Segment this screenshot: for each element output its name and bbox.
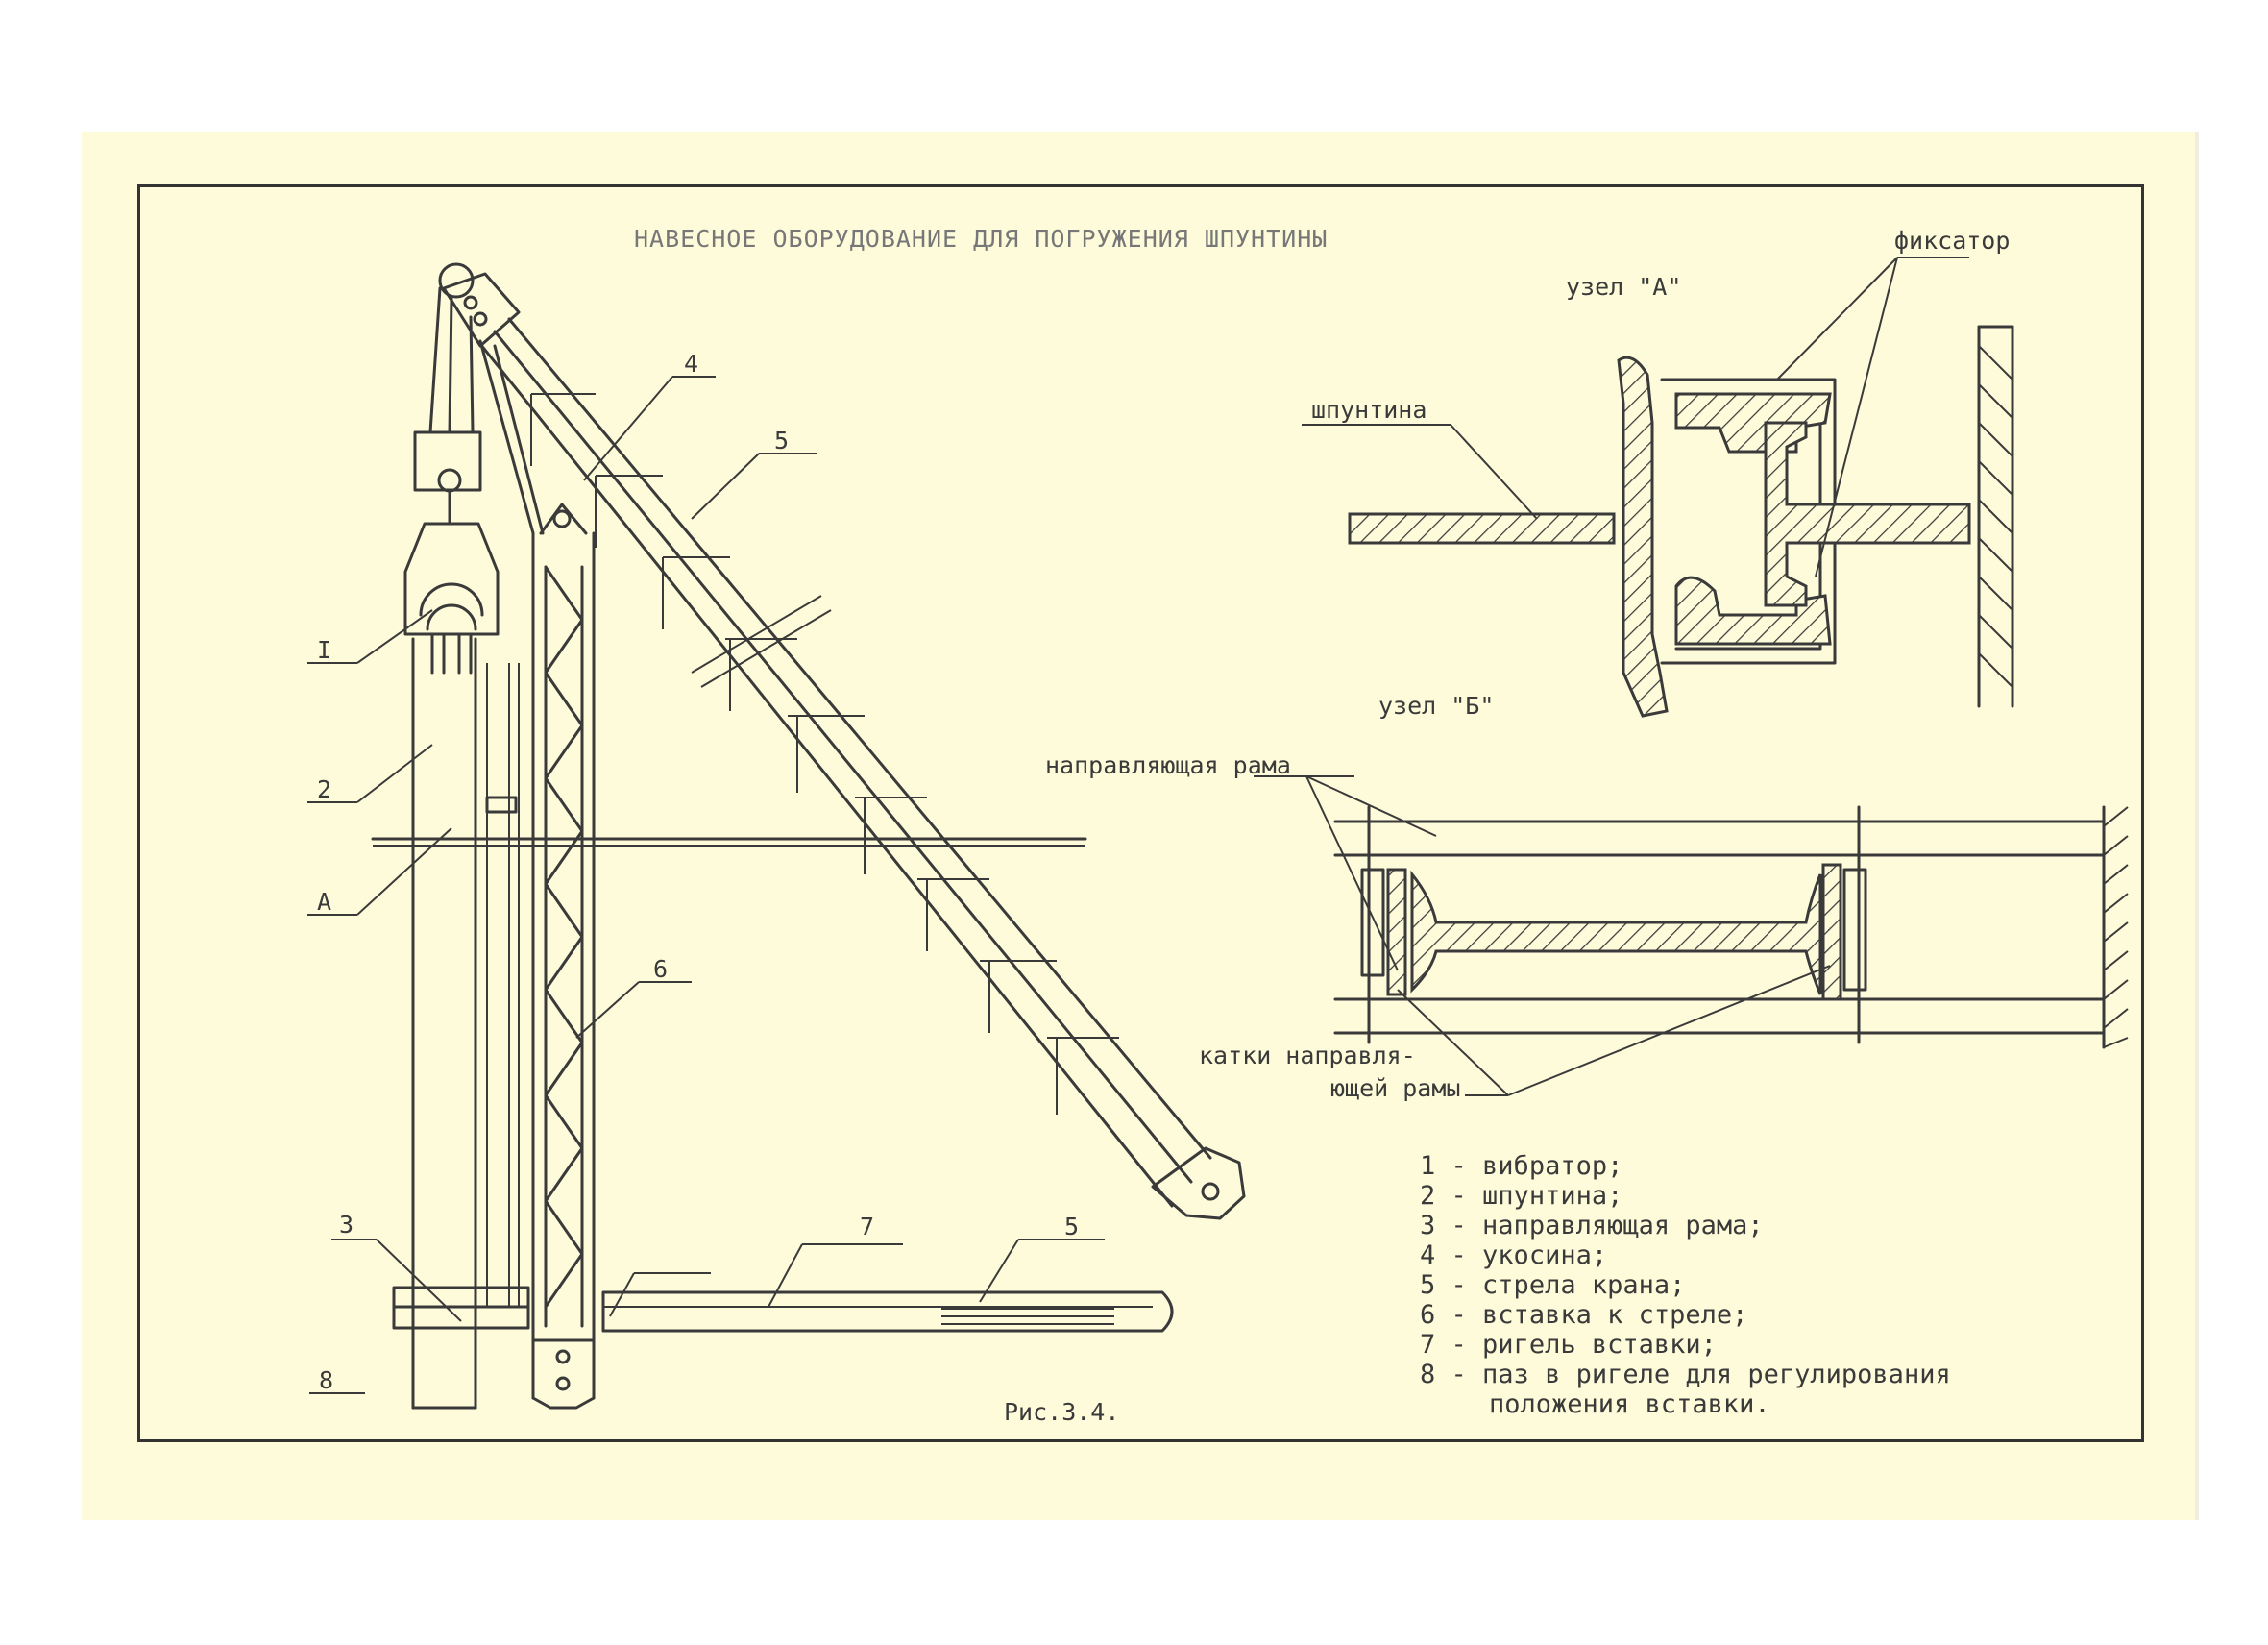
callout-2: 2 [317, 775, 332, 803]
legend-item: положения вставки. [1489, 1389, 1770, 1419]
callout-5-top: 5 [774, 427, 790, 454]
crane-assembly [371, 262, 1246, 1410]
node-b-drawing [1254, 775, 2129, 1096]
legend-item: 6 - вставка к стреле; [1420, 1300, 1748, 1330]
legend-item: 2 - шпунтина; [1420, 1181, 1623, 1211]
node-a-sheet-pile-label: шпунтина [1311, 396, 1427, 424]
crane-boom [478, 317, 1246, 1220]
callout-leaders-left [307, 376, 1105, 1394]
legend-item: 5 - стрела крана; [1420, 1270, 1686, 1300]
node-b-guide-frame-label: направляющая рама [1045, 751, 1291, 779]
top-pulley [438, 262, 475, 299]
sheet-pile [411, 637, 520, 1410]
boom-head [442, 272, 521, 348]
bottom-girder [392, 1286, 1174, 1333]
callout-1: I [317, 636, 332, 664]
callout-7: 7 [860, 1213, 875, 1240]
figure-caption: Рис.3.4. [1004, 1398, 1120, 1426]
drawing-frame [137, 184, 2144, 1442]
figure-title: НАВЕСНОЕ ОБОРУДОВАНИЕ ДЛЯ ПОГРУЖЕНИЯ ШПУ… [634, 225, 1329, 253]
callout-6: 6 [653, 955, 669, 983]
node-b-title: узел "Б" [1378, 692, 1495, 720]
legend-item: 7 - ригель вставки; [1420, 1330, 1717, 1360]
legend: 1 - вибратор; 2 - шпунтина; 3 - направля… [1420, 1151, 1951, 1419]
callout-4: 4 [684, 350, 699, 378]
node-a-drawing [1302, 257, 2014, 718]
legend-item: 1 - вибратор; [1420, 1151, 1623, 1181]
node-b-rollers-label-2: ющей рамы [1330, 1074, 1461, 1102]
legend-item: 4 - укосина; [1420, 1240, 1608, 1270]
legend-item: 3 - направляющая рама; [1420, 1211, 1764, 1240]
vibrator [403, 430, 500, 675]
callout-5-bottom: 5 [1064, 1213, 1080, 1240]
callout-8: 8 [319, 1366, 334, 1394]
callout-3: 3 [339, 1211, 354, 1239]
node-a-title: узел "А" [1566, 273, 1682, 301]
node-b-rollers-label-1: катки направля- [1199, 1042, 1416, 1069]
callout-a: A [317, 888, 332, 916]
legend-item: 8 - паз в ригеле для регулирования [1420, 1360, 1951, 1389]
node-a-fixator-label: фиксатор [1894, 227, 2011, 255]
guide-lattice [531, 503, 596, 1410]
